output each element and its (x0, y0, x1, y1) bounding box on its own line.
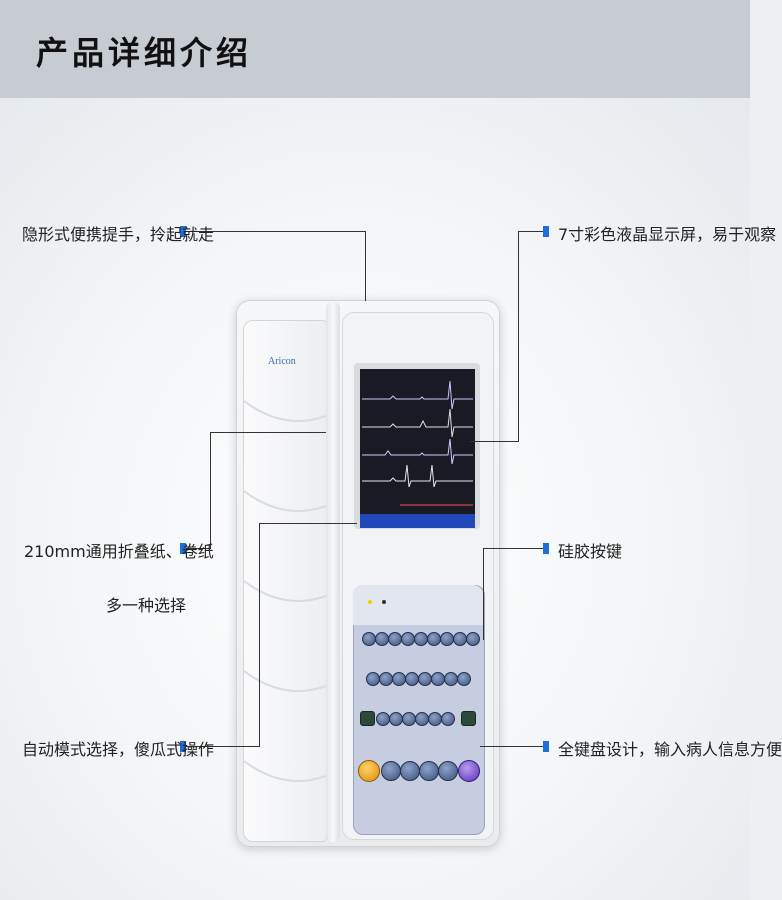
round-key-icon[interactable] (457, 672, 471, 686)
start-key-icon[interactable] (458, 760, 480, 782)
round-key-icon[interactable] (379, 672, 393, 686)
connector-line-keys (483, 548, 543, 549)
round-key-icon[interactable] (375, 632, 389, 646)
bullet-marker (180, 543, 186, 554)
round-key-icon[interactable] (444, 672, 458, 686)
connector-line-paper (186, 548, 211, 549)
round-key-icon[interactable] (376, 712, 390, 726)
round-key-icon[interactable] (453, 632, 467, 646)
bullet-marker (543, 741, 549, 752)
connector-line-screen (518, 231, 543, 232)
round-key-icon[interactable] (466, 632, 480, 646)
round-key-icon[interactable] (414, 632, 428, 646)
feature-label-keyboard: 全键盘设计，输入病人信息方便 (558, 740, 782, 759)
round-key-icon[interactable] (392, 672, 406, 686)
round-key-icon[interactable] (362, 632, 376, 646)
round-key-icon[interactable] (428, 712, 442, 726)
round-key-icon[interactable] (401, 632, 415, 646)
round-key-icon[interactable] (419, 761, 439, 781)
header-bar: 产品详细介绍 (0, 0, 750, 98)
bullet-marker (543, 543, 549, 554)
connector-line-handle-vertical (365, 231, 366, 301)
connector-line-paper-vertical (210, 432, 211, 549)
carry-handle (326, 302, 340, 842)
power-led-icon (368, 600, 372, 604)
connector-line-keys-vertical (483, 548, 484, 640)
screen-status-bar (360, 514, 475, 528)
square-key-icon[interactable] (461, 711, 476, 726)
feature-label-screen: 7寸彩色液晶显示屏，易于观察 (558, 225, 777, 244)
round-key-icon[interactable] (418, 672, 432, 686)
round-key-icon[interactable] (431, 672, 445, 686)
feature-label-paper-2: 多一种选择 (106, 596, 187, 615)
feature-label-mode: 自动模式选择，傻瓜式操作 (22, 740, 215, 759)
page-title: 产品详细介绍 (36, 34, 253, 72)
round-key-icon[interactable] (438, 761, 458, 781)
round-key-icon[interactable] (441, 712, 455, 726)
lcd-screen (360, 369, 475, 514)
feature-label-handle: 隐形式便携提手，拎起就走 (22, 225, 215, 244)
round-key-icon[interactable] (402, 712, 416, 726)
feature-label-keys: 硅胶按键 (558, 542, 623, 561)
round-key-icon[interactable] (440, 632, 454, 646)
round-key-icon[interactable] (388, 632, 402, 646)
round-key-icon[interactable] (415, 712, 429, 726)
ecg-waveform-graphic (362, 380, 473, 506)
round-key-icon[interactable] (381, 761, 401, 781)
round-key-icon[interactable] (389, 712, 403, 726)
connector-line-mode-horizontal (259, 523, 357, 524)
connector-line-paper-horizontal (210, 432, 326, 433)
connector-line-screen-horizontal (470, 441, 519, 442)
round-key-icon[interactable] (400, 761, 420, 781)
door-wave-decoration (243, 400, 327, 782)
feature-label-paper-1: 210mm通用折叠纸、卷纸 (24, 542, 214, 561)
bullet-marker (180, 741, 186, 752)
round-key-icon[interactable] (405, 672, 419, 686)
battery-led-icon (382, 600, 386, 604)
connector-line-handle (186, 231, 366, 232)
bullet-marker (180, 226, 186, 237)
connector-line-mode-vertical (259, 523, 260, 747)
keypad-indicator-area (353, 585, 483, 625)
power-key-icon[interactable] (358, 760, 380, 782)
bullet-marker (543, 226, 549, 237)
connector-line-keyboard (480, 746, 543, 747)
paper-compartment-door (243, 320, 327, 842)
keypad (353, 585, 485, 835)
square-key-icon[interactable] (360, 711, 375, 726)
connector-line-mode (186, 746, 260, 747)
round-key-icon[interactable] (427, 632, 441, 646)
brand-logo: Aricon (268, 356, 296, 367)
round-key-icon[interactable] (366, 672, 380, 686)
connector-line-screen-vertical (518, 231, 519, 441)
